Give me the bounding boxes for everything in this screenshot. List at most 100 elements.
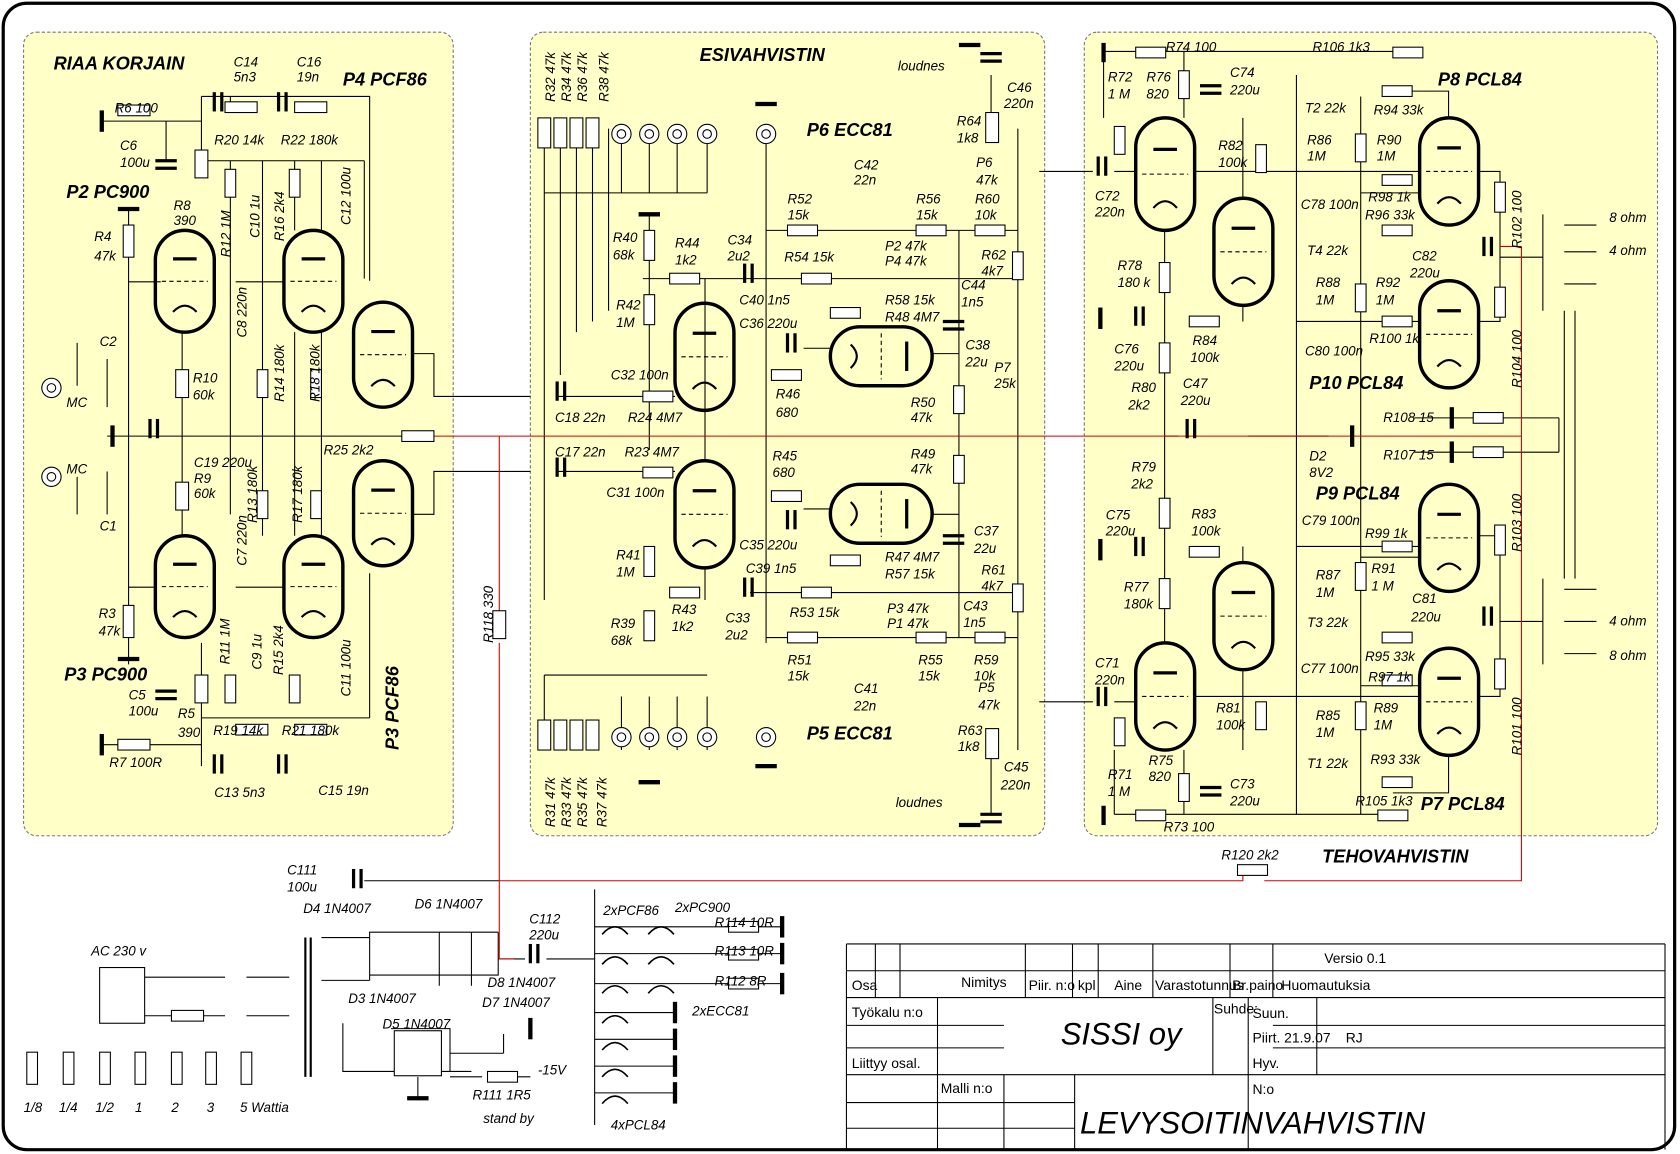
component-label: R31 47k [543,776,558,827]
component-label: C76 [1114,342,1139,357]
component-label: 100k [1190,350,1220,365]
component-label: T2 22k [1305,101,1347,116]
component-label: R103 100 [1509,493,1524,552]
resistor [669,272,701,285]
vacuum-tube [1134,116,1197,233]
resistor [537,719,552,751]
component-label: C5 [129,688,147,703]
component-label: C78 100n [1301,197,1359,212]
component-label: 2xECC81 [691,1004,749,1019]
resistor [122,224,135,258]
component-label: R47 4M7 [885,549,940,564]
component-label: R46 [776,387,801,402]
component-label: 820 [1149,769,1172,784]
component-label: C9 1u [249,633,264,669]
resistor [1381,174,1413,186]
resistor [1158,342,1171,374]
resistor [985,111,1000,144]
resistor [26,1051,39,1085]
component-label: P4 47k [885,254,928,269]
resistor [1188,545,1220,558]
component-label: C41 [854,681,879,696]
component-label: 180 k [1118,275,1152,290]
capacitor [212,754,224,774]
vacuum-tube [1212,560,1275,672]
resistor [194,149,209,179]
component-label: R83 [1191,507,1216,522]
component-label: 100u [129,704,159,719]
hyv-label: Hyv. [1253,1055,1280,1071]
component-label: 220n [1000,778,1031,793]
component-label: R93 33k [1370,752,1421,767]
component-label: 1k2 [675,253,697,268]
component-label: 220u [1105,524,1136,539]
component-label: R44 [675,236,700,251]
resistor [915,631,947,644]
component-label: R77 [1124,579,1149,594]
component-label: C2 [100,334,118,349]
component-label: P6 [976,155,993,170]
component-label: 1k8 [958,739,980,754]
capacitor [1096,156,1108,176]
input-jack-icon [41,466,62,487]
component-label: T1 22k [1307,756,1349,771]
capacitor [1200,785,1222,797]
component-label: 220n [1094,673,1125,688]
col-aine: Aine [1114,977,1142,993]
component-label: 10k [975,208,998,223]
component-label: 4k7 [981,578,1003,593]
component-label: P2 47k [885,239,928,254]
component-label: R50 [911,395,936,410]
resistor [1381,776,1413,789]
vacuum-tube [282,228,345,334]
heater-filament [601,1068,629,1078]
component-label: D7 1N4007 [482,995,550,1010]
resistor [800,272,832,285]
capacitor [1200,84,1222,95]
resistor [728,977,760,990]
vacuum-tube [1417,116,1481,227]
input-jack-icon [696,726,718,748]
component-label: R17 180k [290,464,305,523]
component-label: C42 [854,157,879,172]
component-label: C111 [287,862,317,877]
resistor [786,631,819,644]
resistor [953,454,965,484]
resistor [170,1009,205,1022]
component-label: 47k [911,462,934,477]
component-label: 1M [1376,292,1395,307]
component-label: 5 Wattia [240,1100,289,1115]
component-label: 390 [174,213,197,228]
col-nimitys: Nimitys [961,974,1007,990]
component-label: AC 230 v [90,944,147,959]
component-label: C112 [529,912,561,927]
component-label: C47 [1183,376,1208,391]
component-label: C15 19n [318,783,369,798]
capacitor [743,263,754,283]
resistor [1381,85,1413,97]
resistor [1354,283,1367,313]
component-label: 390 [178,725,201,740]
heater-filament [601,1095,629,1105]
component-label: D2 [1309,449,1327,464]
component-label: -15V [538,1063,567,1078]
component-label: 22n [853,698,876,713]
component-label: R71 [1108,767,1133,782]
resistor [256,490,269,520]
component-label: 220u [1180,393,1211,408]
resistor [643,294,656,326]
component-label: 220u [528,928,559,943]
component-label: 8 ohm [1609,210,1646,225]
component-label: 220u [1113,359,1144,374]
component-label: 68k [611,633,634,648]
component-label: R3 [99,606,117,621]
component-label: R6 100 [115,101,159,116]
resistor [643,545,656,577]
component-label: R118 330 [481,585,496,643]
component-label: 2xPCF86 [602,903,659,918]
component-label: R89 [1374,701,1399,716]
component-label: 15k [788,208,811,223]
resistor [256,369,269,399]
bridge-rectifier [393,1030,442,1077]
